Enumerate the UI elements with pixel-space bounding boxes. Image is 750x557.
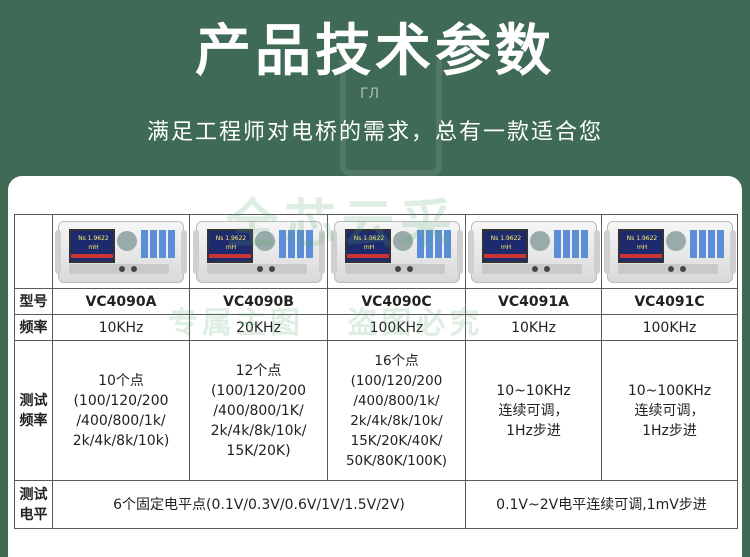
test-frequency-cell: 12个点 (100/120/200 /400/800/1K/ 2k/4k/8k/… [189, 340, 328, 481]
device-image-cell: Ns 1.9622 mH [465, 214, 602, 289]
frequency-cell: 100KHz [601, 314, 738, 341]
model-cell: VC4091C [601, 288, 738, 315]
test-level-cell-vc4090: 6个固定电平点(0.1V/0.3V/0.6V/1V/1.5V/2V) [52, 480, 466, 529]
device-image-cell: Ns 1.9622 mH [327, 214, 466, 289]
hero-banner: 产品技术参数 ГЛ 满足工程师对电桥的需求，总有一款适合您 [0, 0, 750, 176]
test-frequency-cell: 10~10KHz 连续可调， 1Hz步进 [465, 340, 602, 481]
test-level-cell-vc4091: 0.1V~2V电平连续可调,1mV步进 [465, 480, 738, 529]
table-row-images: Ns 1.9622 mH Ns 1.9622 mH Ns 1.9622 mH [14, 214, 738, 289]
page-title: 产品技术参数 [195, 19, 555, 84]
table-row-test-frequency: 测试 频率 10个点 (100/120/200 /400/800/1k/ 2k/… [14, 340, 738, 481]
decorative-frame [340, 60, 442, 176]
device-image-vc4091a: Ns 1.9622 mH [467, 220, 600, 283]
frequency-cell: 20KHz [189, 314, 328, 341]
page-subtitle: 满足工程师对电桥的需求，总有一款适合您 [146, 120, 603, 145]
table-row-model: 型号 VC4090A VC4090B VC4090C VC4091A VC409… [14, 288, 738, 315]
frequency-cell: 10KHz [465, 314, 602, 341]
row-label-test-level: 测试 电平 [14, 480, 53, 529]
model-cell: VC4091A [465, 288, 602, 315]
spec-table: Ns 1.9622 mH Ns 1.9622 mH Ns 1.9622 mH [14, 214, 738, 529]
row-label-model: 型号 [14, 288, 53, 315]
empty-cell [14, 214, 53, 289]
device-image-vc4090a: Ns 1.9622 mH [55, 220, 187, 283]
test-frequency-cell: 10~100KHz 连续可调， 1Hz步进 [601, 340, 738, 481]
model-cell: VC4090C [327, 288, 466, 315]
table-row-frequency: 频率 10KHz 20KHz 100KHz 10KHz 100KHz [14, 314, 738, 341]
test-frequency-cell: 16个点 (100/120/200 /400/800/1k/ 2k/4k/8k/… [327, 340, 466, 481]
row-label-frequency: 频率 [14, 314, 53, 341]
device-image-vc4090c: Ns 1.9622 mH [330, 220, 463, 283]
test-frequency-cell: 10个点 (100/120/200 /400/800/1k/ 2k/4k/8k/… [52, 340, 190, 481]
frequency-cell: 100KHz [327, 314, 466, 341]
model-cell: VC4090B [189, 288, 328, 315]
decorative-mark: ГЛ [360, 86, 380, 102]
device-image-vc4090b: Ns 1.9622 mH [192, 220, 325, 283]
device-image-cell: Ns 1.9622 mH [189, 214, 328, 289]
table-row-test-level: 测试 电平 6个固定电平点(0.1V/0.3V/0.6V/1V/1.5V/2V)… [14, 480, 738, 529]
model-cell: VC4090A [52, 288, 190, 315]
row-label-test-frequency: 测试 频率 [14, 340, 53, 481]
device-image-cell: Ns 1.9622 mH [52, 214, 190, 289]
device-image-vc4091c: Ns 1.9622 mH [603, 220, 736, 283]
device-image-cell: Ns 1.9622 mH [601, 214, 738, 289]
frequency-cell: 10KHz [52, 314, 190, 341]
